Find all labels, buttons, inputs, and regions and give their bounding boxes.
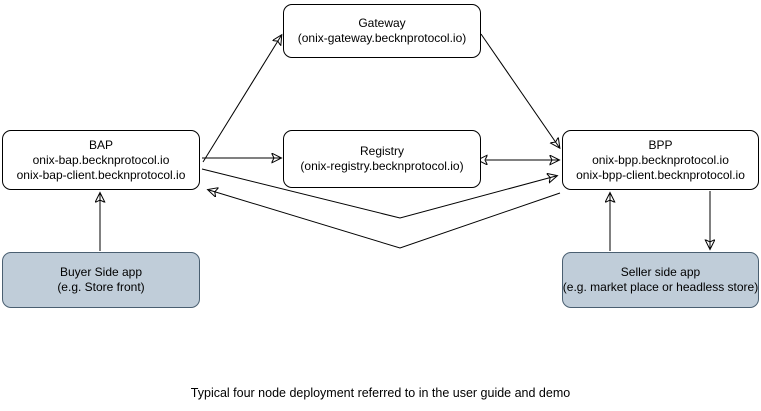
node-bpp-client-domain: onix-bpp-client.becknprotocol.io [576,167,745,182]
node-bap-title: BAP [88,137,113,152]
node-registry: Registry (onix-registry.becknprotocol.io… [283,130,481,188]
node-bap-domain: onix-bap.becknprotocol.io [32,152,170,167]
node-seller-side-app: Seller side app (e.g. market place or he… [562,252,759,308]
node-registry-domain: (onix-registry.becknprotocol.io) [300,159,464,173]
node-seller-app-title: Seller side app [620,265,701,279]
diagram-caption: Typical four node deployment referred to… [190,386,571,400]
node-registry-title: Registry [359,144,404,158]
node-bap: BAP onix-bap.becknprotocol.io onix-bap-c… [2,130,200,190]
node-bpp: BPP onix-bpp.becknprotocol.io onix-bpp-c… [562,130,759,190]
node-gateway-title: Gateway [358,16,406,30]
node-bpp-domain: onix-bpp.becknprotocol.io [592,152,729,167]
node-gateway: Gateway (onix-gateway.becknprotocol.io) [283,4,481,58]
node-bap-client-domain: onix-bap-client.becknprotocol.io [16,167,186,182]
arrow-bpp-to-bap [209,190,561,249]
node-buyer-app-subtitle: (e.g. Store front) [57,280,145,294]
node-seller-app-subtitle: (e.g. market place or headless store) [562,280,759,294]
arrow-bap-to-gateway [202,36,281,163]
node-bpp-title: BPP [648,137,673,152]
node-buyer-side-app: Buyer Side app (e.g. Store front) [2,252,200,308]
node-buyer-app-title: Buyer Side app [59,265,143,279]
arrow-gateway-to-bpp [480,33,559,147]
node-gateway-domain: (onix-gateway.becknprotocol.io) [297,31,467,45]
